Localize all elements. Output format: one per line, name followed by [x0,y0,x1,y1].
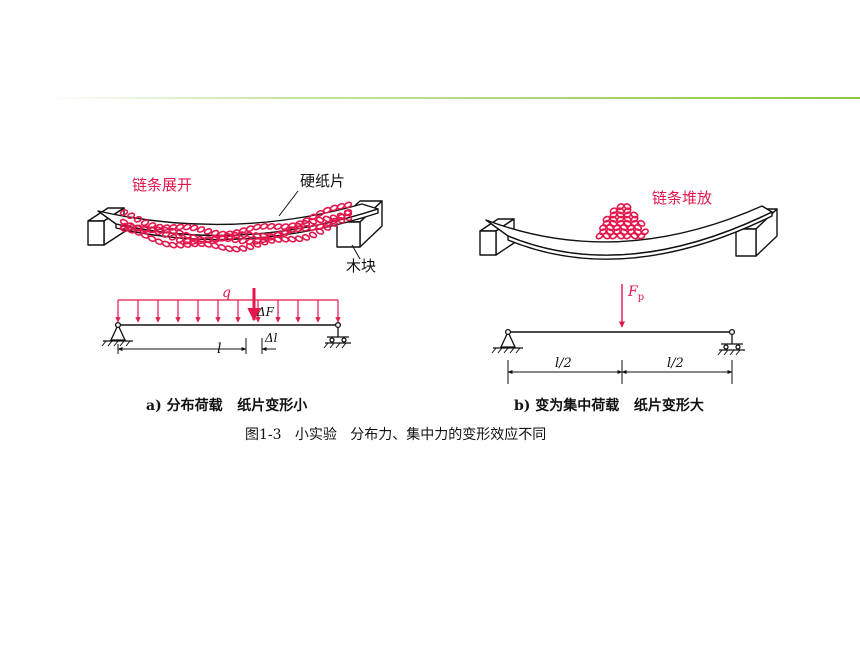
spread-chain [119,201,353,253]
chain-link [245,238,255,245]
chain-link [168,233,178,241]
segment-length-label: Δl [264,331,278,345]
chain-link [210,235,220,243]
caption-b: b) 变为集中荷载 纸片变形大 [514,398,704,414]
left-experiment-illustration: 链条展开 硬纸片 木块 [87,172,383,275]
concentrated-force-label: Fp [627,284,644,303]
delta-force-label: ΔF [256,305,275,319]
chain-link [182,223,192,231]
chain-link [238,245,248,252]
paper-leader-line [278,190,299,217]
chain-link [175,241,185,249]
chain-spread-label: 链条展开 [132,176,192,194]
chain-link [133,215,143,223]
chain-link [217,234,227,242]
right-beam-diagram: Fp l/2 l/2 [491,284,745,384]
chain-link [343,201,353,209]
half-span-right-label: l/2 [667,356,684,371]
chain-link [637,219,646,227]
chain-link [623,203,632,211]
chain-link [266,237,276,244]
chain-link [336,216,346,224]
chain-link [154,228,164,236]
chain-link [168,241,178,249]
chain-link [343,214,353,222]
chain-link [119,209,129,216]
chain-link [224,235,234,243]
chain-link [322,224,332,231]
stacked-chain [595,203,649,240]
paper-label: 硬纸片 [300,172,345,190]
chain-stacked-label: 链条堆放 [652,189,712,207]
chain-link [175,236,185,244]
chain-link [189,224,199,232]
chain-link [273,236,283,243]
chain-link [301,234,311,241]
chain-link [329,220,339,227]
chain-link [175,223,185,231]
chain-link [189,240,199,248]
chain-link [287,235,297,243]
chain-link [280,235,290,243]
chain-link [259,238,269,246]
chain-link [609,207,618,215]
chain-link [231,245,241,253]
header-divider-line [45,97,860,99]
chain-link [273,223,283,230]
left-roller-support [323,321,351,349]
chain-link [126,212,136,220]
chain-link [315,216,325,224]
chain-link [238,237,248,245]
chain-link [266,222,276,230]
left-pin-support [101,321,133,347]
caption-a: a) 分布荷载 纸片变形小 [146,398,308,414]
chain-link [140,225,150,232]
chain-link [308,217,318,225]
right-experiment-illustration: 链条堆放 [479,189,778,260]
block-leader-line [351,244,361,260]
chain-link [245,243,255,251]
distributed-load-arrows [115,300,341,323]
right-pin-support [491,328,523,354]
chain-link [641,228,649,236]
left-beam-diagram: q ΔF Δl l [101,285,351,357]
chain-link [252,241,262,248]
chain-link [308,231,318,239]
load-intensity-label: q [222,285,231,301]
span-length-label: l [217,341,221,357]
chain-link [294,235,304,243]
chain-link [140,219,150,227]
chain-link [343,209,353,216]
chain-link [315,228,325,235]
half-span-left-label: l/2 [555,356,572,371]
chain-link [602,215,611,223]
wood-block-label: 木块 [346,257,376,275]
chain-link [161,231,171,238]
chain-link [182,241,192,248]
chain-link [203,228,213,235]
chain-link [231,236,241,244]
right-roller-support [717,328,745,356]
chain-link [630,211,639,219]
chain-link [147,226,157,234]
chain-link [616,203,625,211]
chain-link [238,231,248,239]
chain-link [196,226,206,233]
figure-caption: 图1-3 小实验 分布力、集中力的变形效应不同 [245,427,547,443]
chain-link [259,222,269,230]
right-paper-sheet [485,205,773,260]
